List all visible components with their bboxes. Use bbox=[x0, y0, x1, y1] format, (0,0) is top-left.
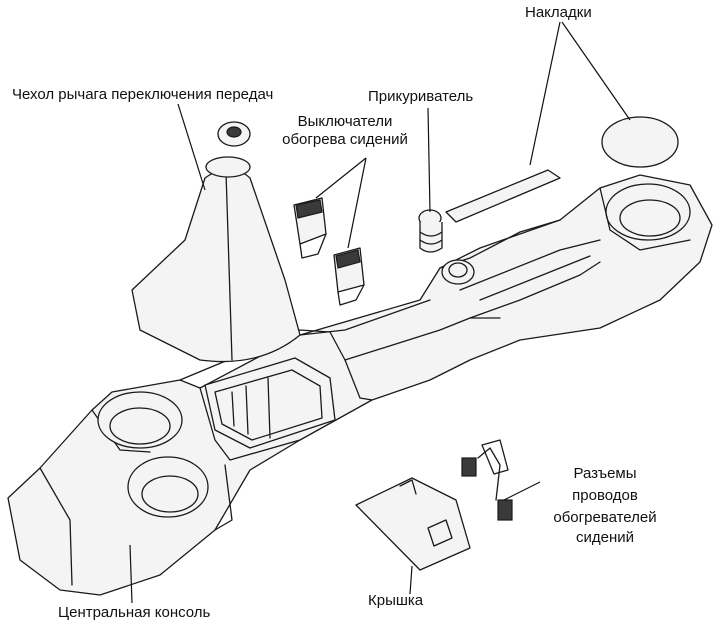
leader-switch-a bbox=[315, 157, 367, 199]
lighter-body bbox=[419, 222, 443, 253]
leader-overlays-a bbox=[529, 21, 561, 166]
leader-overlays-b bbox=[561, 21, 631, 121]
label-center-console: Центральная консоль bbox=[58, 604, 211, 621]
label-overlays: Накладки bbox=[525, 4, 592, 21]
label-gear-boot: Чехол рычага переключения передач bbox=[12, 86, 274, 103]
label-seat-heater-switches-line1: Выключатели bbox=[297, 113, 393, 130]
leader-center-console bbox=[129, 544, 133, 604]
leader-gear-boot bbox=[177, 103, 206, 191]
cover-panel bbox=[355, 477, 471, 571]
label-connectors-line3: обогревателей bbox=[553, 509, 657, 526]
leader-switch-b bbox=[347, 157, 367, 249]
leader-connectors bbox=[503, 481, 541, 501]
label-seat-heater-switches-line2: обогрева сидений bbox=[282, 131, 408, 148]
connector-harness bbox=[477, 447, 501, 501]
label-connectors-line4: сидений bbox=[575, 529, 634, 546]
label-connectors-line1: Разъемы bbox=[573, 465, 637, 482]
overlay-disc bbox=[601, 116, 679, 168]
label-lighter: Прикуриватель bbox=[368, 88, 474, 105]
label-connectors-line2: проводов bbox=[572, 487, 638, 504]
leader-lighter bbox=[427, 107, 431, 213]
overlay-strip bbox=[445, 169, 561, 223]
leader-cover bbox=[409, 565, 413, 595]
gear-boot bbox=[131, 168, 301, 363]
label-cover: Крышка bbox=[368, 592, 424, 609]
